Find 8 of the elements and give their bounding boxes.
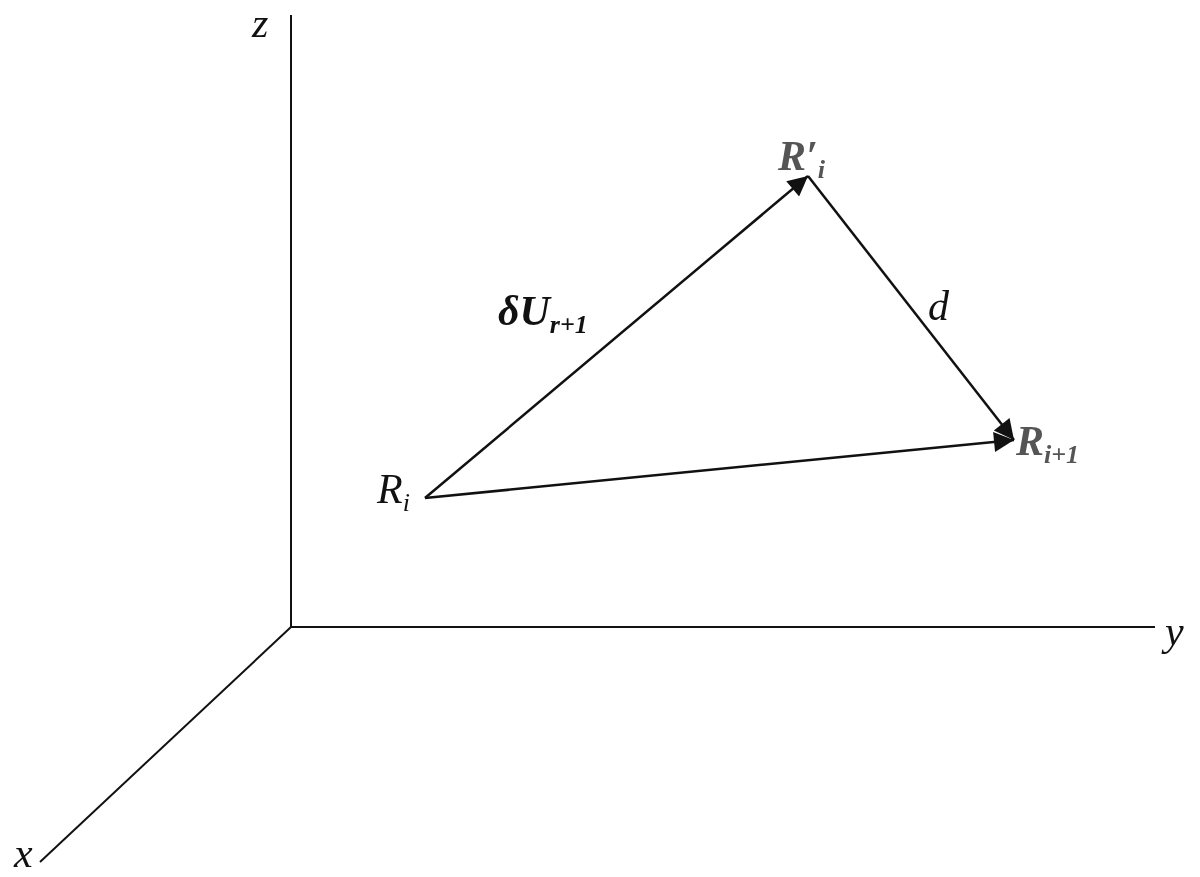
axis-label: x [14,832,33,874]
arrow [424,432,1015,500]
axis-label: z [252,2,269,44]
arrow [424,175,809,499]
point-label: R$_{i}$ [377,468,410,516]
point-label: R′$_{i}$ [778,135,826,183]
point-label: R$_{i+1}$ [1016,420,1080,468]
arrow [807,175,1015,441]
